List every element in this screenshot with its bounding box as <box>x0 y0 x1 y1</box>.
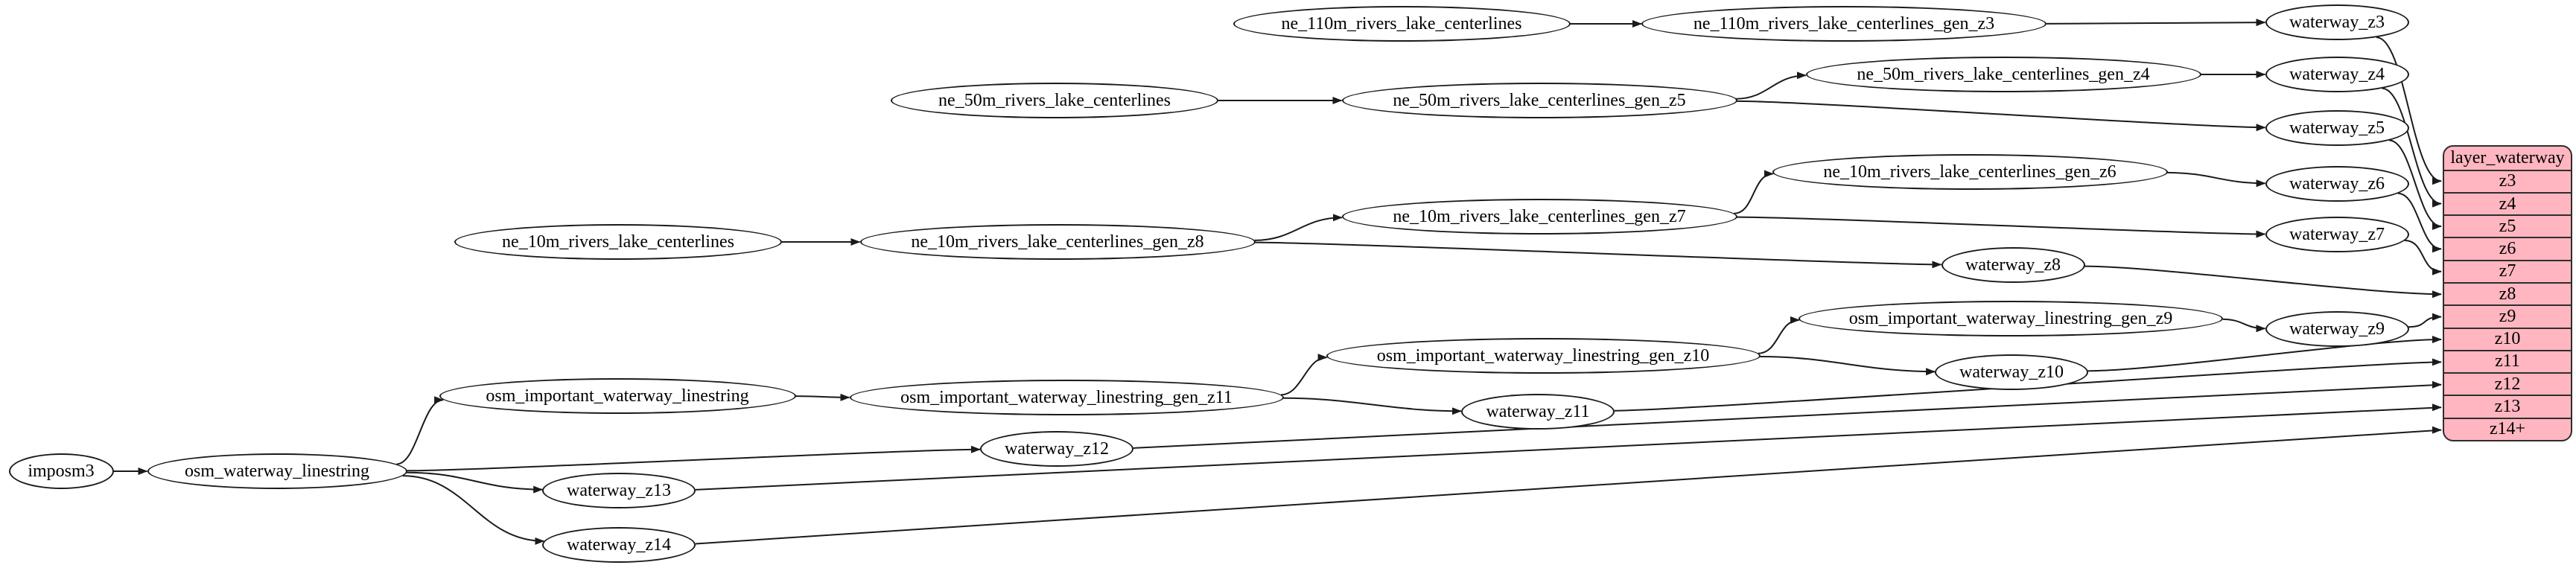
node-osm_important_waterway_linestring_gen_z11: osm_important_waterway_linestring_gen_z1… <box>849 380 1284 415</box>
edge-ne_10m_rivers_lake_centerlines_gen_z8-to-ne_10m_rivers_lake_centerlines_gen_z7 <box>1254 214 1343 241</box>
node-label: imposm3 <box>28 461 95 481</box>
edge-waterway_z7-to-layer_waterway-z7 <box>2404 240 2442 275</box>
edge-osm_important_waterway_linestring_gen_z10-to-osm_important_waterway_linestring_gen_z9 <box>1758 316 1800 354</box>
node-label: waterway_z14 <box>567 535 671 555</box>
node-waterway_z11: waterway_z11 <box>1461 394 1615 430</box>
node-label: waterway_z7 <box>2289 224 2385 244</box>
record-row-z11: z11 <box>2444 349 2571 372</box>
edge-ne_10m_rivers_lake_centerlines_gen_z7-to-waterway_z7 <box>1737 216 2266 238</box>
node-ne_50m_rivers_lake_centerlines: ne_50m_rivers_lake_centerlines <box>891 83 1218 118</box>
node-ne_50m_rivers_lake_centerlines_gen_z4: ne_50m_rivers_lake_centerlines_gen_z4 <box>1805 57 2201 92</box>
edge-waterway_z9-to-layer_waterway-z9 <box>2408 313 2442 328</box>
node-label: waterway_z11 <box>1486 401 1590 421</box>
node-label: ne_50m_rivers_lake_centerlines_gen_z5 <box>1393 90 1686 110</box>
edge-osm_waterway_linestring-to-waterway_z12 <box>407 445 981 472</box>
edge-osm_important_waterway_linestring-to-osm_important_waterway_linestring_gen_z11 <box>795 393 850 401</box>
edge-osm_important_waterway_linestring_gen_z10-to-waterway_z10 <box>1760 356 1936 376</box>
edge-waterway_z4-to-layer_waterway-z4 <box>2382 87 2442 208</box>
node-label: osm_important_waterway_linestring_gen_z1… <box>900 387 1233 407</box>
node-ne_10m_rivers_lake_centerlines: ne_10m_rivers_lake_centerlines <box>454 224 782 260</box>
node-osm_important_waterway_linestring_gen_z9: osm_important_waterway_linestring_gen_z9 <box>1799 301 2223 336</box>
node-label: ne_50m_rivers_lake_centerlines <box>938 90 1171 110</box>
node-label: waterway_z6 <box>2289 173 2385 194</box>
node-osm_waterway_linestring: osm_waterway_linestring <box>147 453 407 489</box>
record-row-z8: z8 <box>2444 282 2571 304</box>
node-label: waterway_z13 <box>567 480 671 500</box>
edge-osm_important_waterway_linestring_gen_z11-to-waterway_z11 <box>1283 397 1462 415</box>
edge-ne_10m_rivers_lake_centerlines_gen_z7-to-ne_10m_rivers_lake_centerlines_gen_z6 <box>1734 170 1774 214</box>
edge-waterway_z10-to-layer_waterway-z10 <box>2087 336 2442 372</box>
node-waterway_z7: waterway_z7 <box>2265 217 2409 252</box>
edge-osm_waterway_linestring-to-waterway_z13 <box>407 471 544 494</box>
node-label: ne_10m_rivers_lake_centerlines_gen_z8 <box>911 232 1204 252</box>
node-label: waterway_z4 <box>2289 64 2385 84</box>
node-label: waterway_z12 <box>1005 438 1109 459</box>
node-waterway_z13: waterway_z13 <box>542 473 696 508</box>
edge-ne_10m_rivers_lake_centerlines_gen_z8-to-waterway_z8 <box>1255 241 1942 269</box>
node-label: osm_waterway_linestring <box>185 461 369 481</box>
record-row-z5: z5 <box>2444 214 2571 237</box>
record-row-z13: z13 <box>2444 395 2571 417</box>
edge-waterway_z5-to-layer_waterway-z5 <box>2389 139 2442 230</box>
node-ne_110m_rivers_lake_centerlines: ne_110m_rivers_lake_centerlines <box>1233 6 1571 42</box>
record-row-z12: z12 <box>2444 372 2571 395</box>
edge-osm_waterway_linestring-to-osm_important_waterway_linestring <box>396 396 445 465</box>
node-waterway_z6: waterway_z6 <box>2265 166 2409 202</box>
edge-ne_50m_rivers_lake_centerlines_gen_z5-to-ne_50m_rivers_lake_centerlines_gen_z4 <box>1736 71 1807 100</box>
node-waterway_z4: waterway_z4 <box>2265 57 2409 92</box>
record-title: layer_waterway <box>2450 147 2565 167</box>
node-ne_10m_rivers_lake_centerlines_gen_z8: ne_10m_rivers_lake_centerlines_gen_z8 <box>859 224 1256 260</box>
edge-waterway_z3-to-layer_waterway-z3 <box>2376 36 2442 185</box>
record-row-z10: z10 <box>2444 327 2571 350</box>
node-imposm3: imposm3 <box>8 453 114 489</box>
edge-ne_110m_rivers_lake_centerlines_gen_z3-to-waterway_z3 <box>2046 19 2266 27</box>
node-label: waterway_z5 <box>2289 118 2385 138</box>
node-osm_important_waterway_linestring_gen_z10: osm_important_waterway_linestring_gen_z1… <box>1326 338 1761 374</box>
node-ne_10m_rivers_lake_centerlines_gen_z7: ne_10m_rivers_lake_centerlines_gen_z7 <box>1341 199 1737 234</box>
record-row-z4: z4 <box>2444 191 2571 214</box>
node-waterway_z12: waterway_z12 <box>980 431 1133 467</box>
edge-osm_important_waterway_linestring_gen_z11-to-osm_important_waterway_linestring_gen_z10 <box>1281 354 1328 396</box>
node-waterway_z8: waterway_z8 <box>1941 247 2085 283</box>
node-label: ne_110m_rivers_lake_centerlines_gen_z3 <box>1693 13 1995 33</box>
edge-waterway_z8-to-layer_waterway-z8 <box>2084 265 2442 299</box>
edge-ne_10m_rivers_lake_centerlines_gen_z6-to-waterway_z6 <box>2167 171 2266 188</box>
node-waterway_z9: waterway_z9 <box>2265 311 2409 347</box>
edge-osm_important_waterway_linestring_gen_z9-to-waterway_z9 <box>2222 318 2266 333</box>
node-label: ne_10m_rivers_lake_centerlines <box>502 232 734 252</box>
node-label: waterway_z10 <box>1959 362 2064 382</box>
record-row-z7: z7 <box>2444 259 2571 282</box>
node-label: ne_50m_rivers_lake_centerlines_gen_z4 <box>1857 64 2150 84</box>
record-row-z9: z9 <box>2444 304 2571 327</box>
node-ne_50m_rivers_lake_centerlines_gen_z5: ne_50m_rivers_lake_centerlines_gen_z5 <box>1341 83 1737 118</box>
record-row-z3: z3 <box>2444 169 2571 192</box>
node-waterway_z5: waterway_z5 <box>2265 110 2409 146</box>
node-label: ne_110m_rivers_lake_centerlines <box>1281 13 1522 33</box>
node-label: osm_important_waterway_linestring_gen_z9 <box>1848 308 2173 328</box>
node-osm_important_waterway_linestring: osm_important_waterway_linestring <box>439 378 796 414</box>
node-label: osm_important_waterway_linestring_gen_z1… <box>1376 345 1710 366</box>
edge-osm_waterway_linestring-to-waterway_z14 <box>402 475 545 545</box>
node-waterway_z14: waterway_z14 <box>542 527 696 563</box>
node-label: ne_10m_rivers_lake_centerlines_gen_z6 <box>1823 162 2117 182</box>
edge-waterway_z14-to-layer_waterway-z14+ <box>695 426 2442 545</box>
node-ne_10m_rivers_lake_centerlines_gen_z6: ne_10m_rivers_lake_centerlines_gen_z6 <box>1772 154 2168 190</box>
edge-ne_50m_rivers_lake_centerlines_gen_z5-to-waterway_z5 <box>1737 100 2266 132</box>
node-label: waterway_z3 <box>2289 12 2385 32</box>
node-label: ne_10m_rivers_lake_centerlines_gen_z7 <box>1393 206 1686 226</box>
record-row-z6: z6 <box>2444 237 2571 259</box>
node-label: waterway_z8 <box>1965 255 2061 275</box>
node-label: waterway_z9 <box>2289 319 2385 339</box>
edge-waterway_z6-to-layer_waterway-z6 <box>2397 192 2442 253</box>
node-label: osm_important_waterway_linestring <box>486 386 749 406</box>
node-ne_110m_rivers_lake_centerlines_gen_z3: ne_110m_rivers_lake_centerlines_gen_z3 <box>1641 6 2047 42</box>
node-waterway_z10: waterway_z10 <box>1935 354 2088 390</box>
node-waterway_z3: waterway_z3 <box>2265 4 2409 40</box>
record-row-z14+: z14+ <box>2444 417 2571 440</box>
